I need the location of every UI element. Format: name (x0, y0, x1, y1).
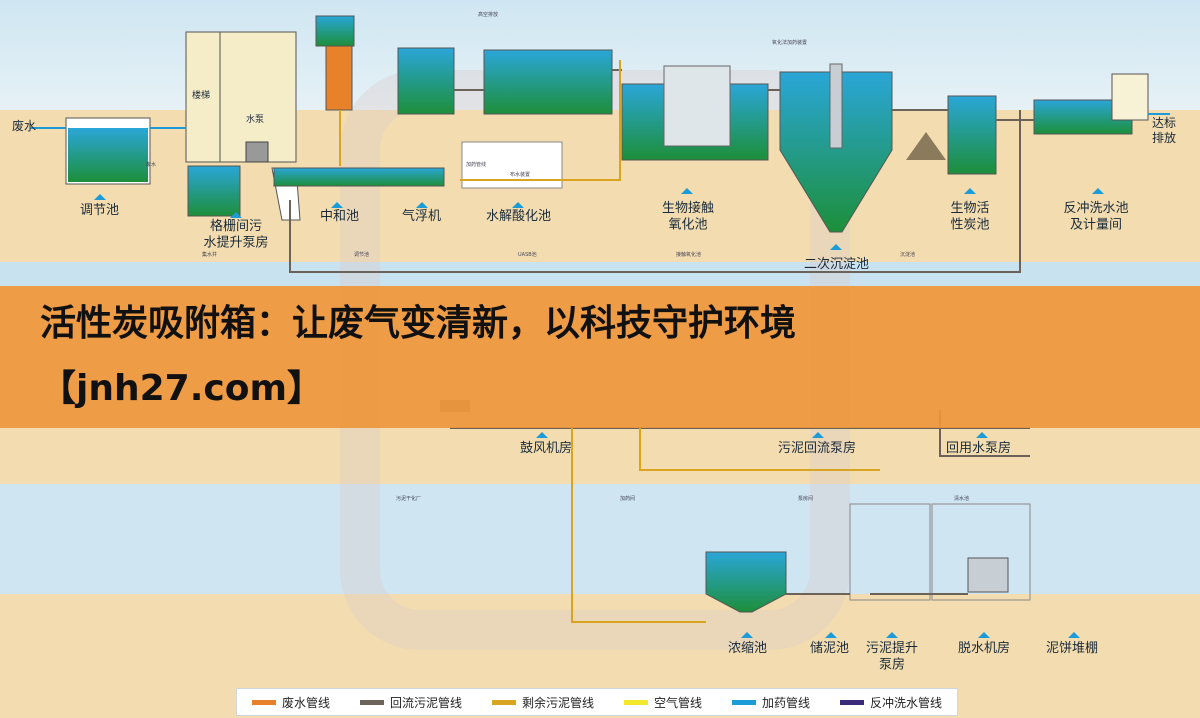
label-neutral-tank: 中和池 (320, 209, 359, 224)
label-stairs: 楼梯 (192, 89, 210, 101)
hydrolysis-tank (483, 49, 613, 115)
legend-item: 剩余污泥管线 (491, 694, 594, 711)
adjust-tank-water (68, 128, 148, 182)
pump-unit (245, 141, 269, 163)
grille-well (187, 165, 241, 217)
label-bio-carbon: 生物活性炭池 (950, 201, 989, 232)
small-collect-well: 集水井 (202, 251, 217, 258)
legend-label: 空气管线 (653, 695, 702, 710)
banner-overlay (0, 286, 1200, 428)
bottom-pipes (571, 428, 968, 623)
acid-tank (325, 45, 353, 111)
bio-filler (663, 65, 731, 147)
sky-band-2 (0, 262, 1200, 286)
legend-item: 加药管线 (731, 694, 810, 711)
small-clear-pool: 清水池 (954, 495, 969, 502)
legend-item: 回流污泥管线 (359, 694, 462, 711)
small-sludge-dry: 污泥干化厂 (396, 495, 421, 502)
label-adjust-tank: 调节池 (80, 203, 119, 218)
legend-label: 回流污泥管线 (389, 695, 462, 710)
legend-item: 废水管线 (251, 694, 330, 711)
secondary-settle-tank (779, 71, 893, 233)
label-wastewater: 废水 (12, 118, 36, 133)
label-dosing-device: 氧化法加药装置 (772, 39, 807, 46)
label-dewater-room: 脱水机房 (958, 640, 1010, 656)
label-bio-contact: 生物接触氧化池 (662, 200, 714, 232)
legend-swatch (839, 699, 864, 705)
dewater-house (931, 503, 1031, 601)
carbon-pile (906, 132, 946, 160)
banner-subtitle[interactable]: 【jnh27.com】 (40, 368, 323, 409)
settle-center-column (829, 63, 843, 149)
small-pump-room: 泵房间 (798, 495, 813, 502)
small-water-distributor: 布水装置 (510, 171, 530, 178)
label-discharge: 达标排放 (1152, 116, 1176, 145)
legend-swatch (359, 699, 384, 705)
legend-label: 加药管线 (761, 695, 810, 710)
label-sludge-store: 储泥池 (810, 641, 849, 656)
small-settle: 沉淀池 (900, 251, 915, 258)
pipe-legend: 废水管线 回流污泥管线 剩余污泥管线 空气管线 加药管线 反冲洗水管线 (236, 688, 958, 716)
sky-band-3 (0, 484, 1200, 594)
label-markers (94, 188, 1104, 638)
small-contact: 接触氧化池 (676, 251, 701, 258)
label-secondary-settle: 二次沉淀池 (804, 256, 869, 272)
bio-carbon-tank (947, 95, 997, 175)
meter-room (1111, 73, 1149, 121)
legend-swatch (731, 699, 756, 705)
label-sludge-lift: 污泥提升泵房 (866, 640, 918, 672)
legend-swatch (623, 699, 648, 705)
neutral-tank (273, 167, 445, 187)
top-pipes (30, 60, 1170, 273)
small-adjust: 调节池 (354, 251, 369, 258)
label-cake-shed: 泥饼堆棚 (1046, 641, 1098, 656)
label-air-float: 气浮机 (402, 208, 441, 224)
label-grille-room: 格栅间污水提升泵房 (203, 218, 268, 250)
label-thicken-tank: 浓缩池 (728, 640, 767, 656)
air-float-unit (397, 47, 455, 115)
legend-label: 剩余污泥管线 (521, 695, 594, 710)
legend-label: 反冲洗水管线 (869, 695, 942, 710)
label-backwash-tank: 反冲洗水池及计量间 (1063, 201, 1128, 232)
small-waste-in: 废水 (146, 161, 156, 168)
sludge-lift-house (849, 503, 931, 601)
label-sludge-return: 污泥回流泵房 (778, 440, 856, 456)
label-blower-room: 鼓风机房 (520, 440, 572, 456)
label-pump: 水泵 (246, 113, 264, 125)
dosing-tank-top (315, 15, 355, 47)
label-hydrolysis-tank: 水解酸化池 (486, 209, 551, 224)
pump-house (185, 31, 297, 163)
small-uasb: UASB池 (518, 251, 537, 258)
thicken-tank (705, 551, 787, 613)
small-dosing-pipe: 加药管线 (466, 161, 486, 168)
legend-swatch (491, 699, 516, 705)
legend-label: 废水管线 (281, 695, 330, 710)
legend-item: 空气管线 (623, 694, 702, 711)
label-reuse-pump: 回用水泵房 (946, 440, 1011, 456)
small-dosing-room: 加药间 (620, 495, 635, 502)
legend-item: 反冲洗水管线 (839, 694, 942, 711)
legend-swatch (251, 699, 276, 705)
label-highpoint: 高空排放 (478, 11, 498, 18)
banner-title: 活性炭吸附箱：让废气变清新，以科技守护环境 (40, 303, 797, 344)
dewater-machine (967, 557, 1009, 593)
